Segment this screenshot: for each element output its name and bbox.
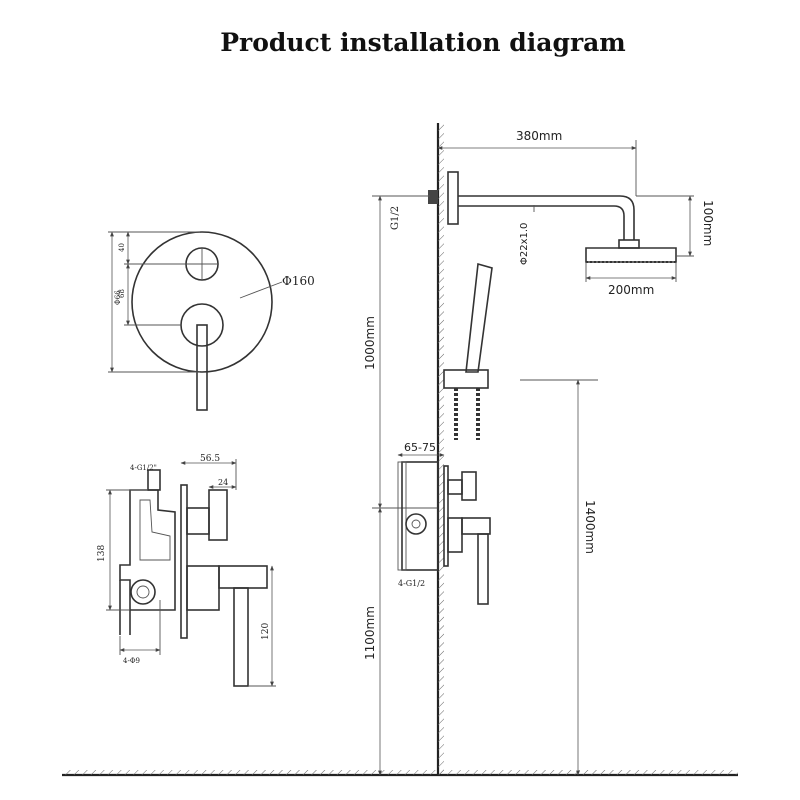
page-title: Product installation diagram: [220, 28, 626, 57]
dim-top: 40: [118, 243, 126, 252]
hand-shower-holder: [443, 369, 489, 389]
valve-body: [119, 489, 176, 611]
wall-inlet: [428, 190, 438, 204]
arm-length-label: 380mm: [516, 129, 562, 143]
shower-arm: [458, 195, 635, 240]
height-upper-label: 1000mm: [363, 316, 377, 370]
box-depth-label: 65-75: [404, 441, 436, 454]
front-view: Φ160 Φ66 40 68: [108, 231, 315, 411]
valve-cartridge: [405, 513, 427, 535]
thread-top-label: 4-G1/2": [130, 464, 157, 472]
head-width-label: 200mm: [608, 283, 654, 297]
dim-handle: 120: [261, 623, 271, 640]
lever-handle: [196, 324, 208, 411]
side-lever: [218, 565, 268, 589]
install-diverter-knob: [461, 471, 477, 501]
install-lever: [461, 517, 491, 535]
rain-shower-head: [585, 247, 677, 263]
hole-label: 4-Φ9: [123, 657, 140, 665]
side-diverter-knob: [208, 489, 228, 541]
installation-view: 380mm 100mm Φ22x1.0 200mm G1/2 1000mm 11…: [62, 123, 738, 777]
dim-mid: 68: [118, 289, 126, 298]
height-lower-label: 1100mm: [363, 606, 377, 660]
cover-plate: [131, 231, 273, 373]
dim-height: 138: [97, 545, 107, 562]
dim-knob: 24: [218, 478, 228, 487]
dim-depth: 56.5: [200, 454, 220, 464]
side-view: 56.5 24 4-G1/2" 138 120 4-Φ9: [97, 454, 276, 687]
diameter-label: Φ160: [282, 274, 315, 288]
dim-overall: Φ66: [114, 290, 122, 305]
arm-flange: [447, 171, 459, 225]
valve-thread-label: 4-G1/2: [398, 579, 425, 588]
wall-thread-label: G1/2: [390, 206, 401, 230]
height-total-label: 1400mm: [583, 500, 597, 554]
inlet-port: [130, 579, 156, 605]
side-cover-plate: [180, 484, 188, 639]
arm-drop-label: 100mm: [701, 200, 715, 246]
concealed-box: [401, 461, 439, 571]
side-lever-handle: [233, 587, 249, 687]
hand-shower: [465, 262, 493, 373]
pipe-label: Φ22x1.0: [519, 223, 530, 265]
